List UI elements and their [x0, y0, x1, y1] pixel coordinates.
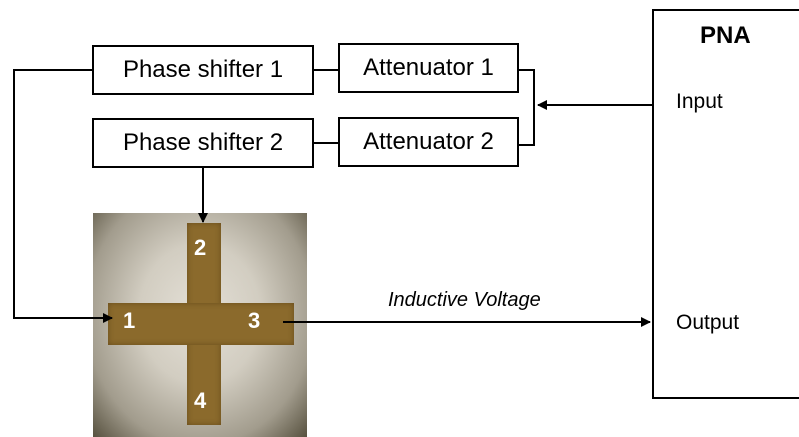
- pna-title: PNA: [700, 22, 751, 49]
- cross-arm-horizontal: [108, 303, 294, 345]
- attenuator-1-box: Attenuator 1: [338, 43, 519, 93]
- pna-input-label: Input: [676, 90, 723, 113]
- port-1-label: 1: [123, 308, 136, 333]
- phase-shifter-2-box: Phase shifter 2: [92, 118, 314, 168]
- pna-output-label: Output: [676, 311, 740, 334]
- port-2-label: 2: [194, 235, 207, 260]
- phase-shifter-1-label: Phase shifter 1: [122, 56, 284, 83]
- attenuator-1-label: Attenuator 1: [363, 54, 494, 81]
- device-photo: 2 1 3 4: [93, 213, 307, 437]
- port-4-label: 4: [194, 388, 207, 413]
- attenuator-bracket: [519, 69, 535, 146]
- pna-box: [652, 9, 799, 399]
- inductive-voltage-label: Inductive Voltage: [388, 289, 541, 311]
- attenuator-2-box: Attenuator 2: [338, 117, 519, 167]
- phase-shifter-2-label: Phase shifter 2: [122, 129, 284, 156]
- port-3-label: 3: [248, 308, 261, 333]
- attenuator-2-label: Attenuator 2: [363, 128, 494, 155]
- phase-shifter-1-box: Phase shifter 1: [92, 45, 314, 95]
- ps1-to-port1-arrow: [13, 69, 113, 323]
